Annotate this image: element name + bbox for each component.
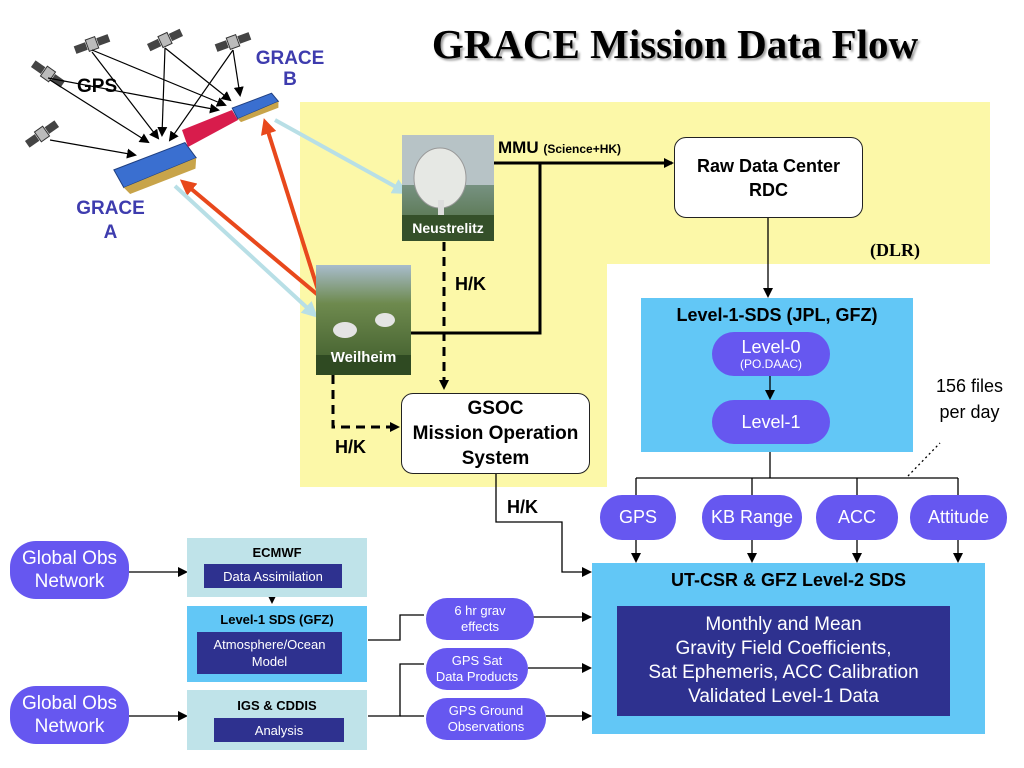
hk-weilheim-gsoc (331, 375, 400, 432)
weilheim-uplink-b (260, 118, 320, 291)
gsoc-line3: System (461, 448, 530, 469)
downlink-weilheim (173, 184, 318, 318)
inter-satellite-link (182, 110, 238, 147)
gps-satellite-icon (146, 28, 184, 52)
product-attitude-pill: Attitude (910, 495, 1007, 540)
level1-sds-title: Level-1-SDS (JPL, GFZ) (676, 305, 878, 325)
weilheim-photo (316, 265, 411, 375)
global-obs-network-pill: Global Obs Network (10, 686, 129, 744)
data-assimilation-box: Data Assimilation (204, 564, 342, 588)
grace-a-line1: GRACE (76, 198, 145, 219)
level1-gfz-title: Level-1 SDS (GFZ) (220, 612, 334, 627)
neustrelitz-photo (402, 135, 494, 241)
gsoc-line2: Mission Operation (412, 423, 579, 444)
ecmwf-title: ECMWF (252, 545, 302, 560)
gps-satellite-icon (214, 32, 252, 52)
grace-a-satellite-icon (113, 141, 197, 195)
hk-label: H/K (335, 437, 366, 457)
grace-b-satellite-icon (231, 92, 280, 123)
files-note-pointer (907, 442, 941, 477)
grace-b-label: GRACE B (250, 48, 330, 90)
product-acc-pill: ACC (816, 495, 898, 540)
grace-b-line1: GRACE (255, 48, 325, 69)
input-line1: 6 hr grav (454, 603, 506, 618)
weilheim-mmu-link (411, 163, 542, 335)
gps-satellite-icon (30, 60, 66, 88)
grace-a-line2: A (103, 222, 118, 243)
rdc-line1: Raw Data Center (696, 155, 841, 176)
level0-sub: (PO.DAAC) (739, 357, 802, 371)
files-note-line1: 156 files (935, 376, 1004, 396)
level2-line: Gravity Field Coefficients, (675, 638, 892, 659)
level2-line: Monthly and Mean (705, 614, 862, 635)
level2-line: Validated Level-1 Data (688, 686, 879, 707)
gps-sat-data-products-pill: GPS Sat Data Products (426, 648, 528, 690)
raw-data-center-box: Raw Data Center RDC (674, 137, 863, 218)
product-tree (631, 452, 963, 563)
weilheim-label: Weilheim (330, 349, 397, 366)
global-obs-line2: Network (34, 571, 105, 592)
gsoc-box: GSOC Mission Operation System (401, 393, 590, 474)
product-gps-pill: GPS (600, 495, 676, 540)
hk-label: H/K (507, 497, 538, 517)
global-obs-line2: Network (34, 716, 105, 737)
files-per-day-note: 156 files per day (922, 373, 1017, 425)
rdc-line2: RDC (749, 179, 788, 200)
grav-effects-pill: 6 hr grav effects (426, 598, 534, 640)
atmosphere-ocean-model-box: Atmosphere/Ocean Model (197, 632, 342, 674)
analysis-box: Analysis (214, 718, 344, 742)
mmu-sub: (Science+HK) (543, 142, 622, 156)
gps-ground-observations-pill: GPS Ground Observations (426, 698, 546, 740)
global-obs-line1: Global Obs (21, 548, 118, 569)
level0-pill: Level-0 (PO.DAAC) (712, 332, 830, 376)
level2-products-box: Monthly and Mean Gravity Field Coefficie… (617, 606, 950, 716)
input-line1: GPS Sat (451, 653, 503, 668)
gps-satellite-icon (24, 120, 60, 148)
grace-b-line2: B (283, 69, 297, 90)
global-obs-line1: Global Obs (21, 693, 118, 714)
mmu-label: MMU (Science+HK) (498, 138, 621, 158)
downlink-neustrelitz (274, 118, 409, 194)
files-note-line2: per day (939, 402, 1000, 422)
gps-label: GPS (77, 76, 118, 97)
igs-cddis-title: IGS & CDDIS (237, 698, 317, 713)
hk-label: H/K (455, 274, 486, 294)
page-title: GRACE Mission Data Flow (431, 21, 919, 67)
aom-line2: Model (251, 654, 288, 669)
input-line2: effects (460, 619, 500, 634)
grace-a-label: GRACE A (68, 197, 153, 245)
product-kb-range-pill: KB Range (702, 495, 802, 540)
input-line2: Data Products (435, 669, 519, 684)
gsoc-line1: GSOC (467, 398, 524, 419)
dlr-label: (DLR) (870, 240, 920, 260)
gps-signal-lines (47, 47, 244, 159)
level0-label: Level-0 (741, 337, 801, 357)
global-obs-network-pill: Global Obs Network (10, 541, 129, 599)
mmu-main: MMU (498, 138, 539, 157)
level2-title: UT-CSR & GFZ Level-2 SDS (670, 570, 907, 590)
gsoc-level2-link (495, 473, 592, 577)
level1-pill: Level-1 (712, 400, 830, 444)
input-line2: Observations (447, 719, 525, 734)
aom-line1: Atmosphere/Ocean (213, 637, 326, 652)
level2-line: Sat Ephemeris, ACC Calibration (648, 662, 919, 683)
neustrelitz-label: Neustrelitz (412, 220, 484, 236)
weilheim-uplink-a (179, 179, 320, 297)
gps-satellite-icon (73, 34, 111, 54)
input-line1: GPS Ground (448, 703, 524, 718)
